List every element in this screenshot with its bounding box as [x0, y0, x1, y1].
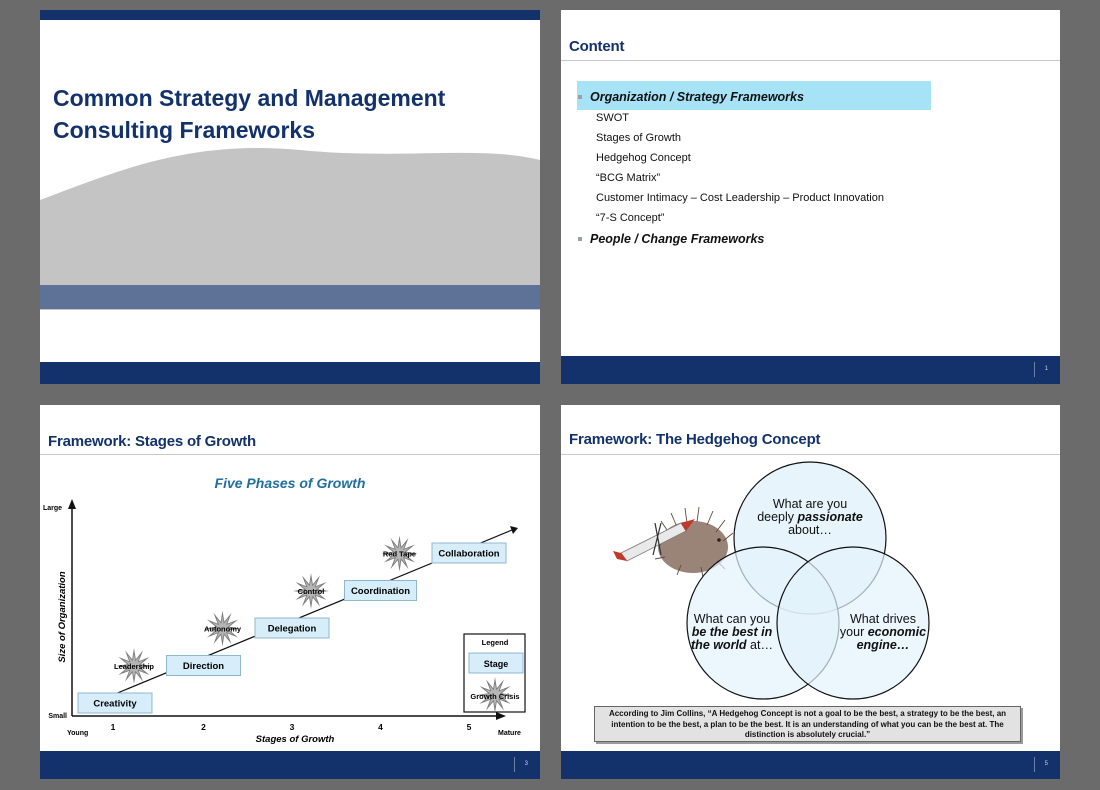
y-axis-label: Size of Organization — [57, 571, 68, 663]
stage-box — [254, 617, 330, 639]
crisis-label: Autonomy — [204, 625, 242, 634]
stage-label: Collaboration — [438, 549, 499, 560]
crisis-label: Control — [298, 587, 325, 596]
x-tick-label: 5 — [467, 722, 472, 732]
footer-separator — [1034, 362, 1035, 377]
circle-passion-label: What are you deeply passionate about… — [757, 497, 863, 537]
page-number: 1 — [1044, 366, 1048, 372]
crisis-star-highlight — [122, 654, 146, 678]
crisis-star-highlight — [299, 579, 323, 603]
footer-bar: 3 — [40, 751, 540, 779]
hedgehog-diagram — [613, 461, 930, 700]
footer-separator — [514, 757, 515, 772]
crisis-label: Leadership — [114, 662, 154, 671]
title-rule — [561, 454, 1060, 455]
bullet-icon — [578, 237, 582, 241]
cover-band — [40, 285, 540, 309]
toc-subitem[interactable]: Stages of Growth — [596, 132, 681, 144]
circle-economic-label: What drives your economic engine… — [839, 612, 927, 652]
trend-arrow-icon — [510, 526, 518, 534]
legend-star-highlight — [483, 683, 507, 707]
stage-label: Direction — [183, 661, 224, 672]
rocket-fin — [613, 551, 627, 561]
footer-bar: 5 — [561, 751, 1060, 779]
x-tick-label: 1 — [111, 722, 116, 732]
stage-label: Coordination — [351, 586, 410, 597]
crisis-label: Red Tape — [383, 550, 416, 559]
toc-subitem[interactable]: Hedgehog Concept — [596, 152, 691, 164]
crisis-star-highlight — [387, 541, 412, 566]
x-tick-label: 3 — [290, 722, 295, 732]
legend-crisis-label: Growth Crisis — [470, 692, 519, 701]
slide-title: Content — [569, 38, 625, 55]
stages-of-growth-slide[interactable]: Framework: Stages of Growth Five Phases … — [40, 405, 540, 779]
hedgehog-rocket-icon — [613, 506, 734, 578]
title-rule — [561, 60, 1060, 61]
y-end-label-large: Large — [43, 505, 62, 512]
title-rule — [40, 454, 540, 455]
slide-title: Framework: Stages of Growth — [48, 433, 256, 450]
stage-box — [166, 655, 241, 676]
stage-box — [344, 580, 417, 601]
x-tick-label: 4 — [378, 722, 383, 732]
x-axis-arrow-icon — [496, 712, 506, 720]
top-bar — [40, 10, 540, 20]
bullet-icon — [578, 95, 582, 99]
circle-economic-engine — [776, 546, 930, 700]
footer-bar: 1 — [561, 356, 1060, 384]
page-number: 3 — [524, 761, 528, 767]
jim-collins-quote: According to Jim Collins, “A Hedgehog Co… — [594, 706, 1021, 742]
chart-marks: Creativity 1 Leadership Direction 2 Autonomy D… — [77, 535, 507, 732]
x-end-label-young: Young — [67, 730, 88, 737]
legend-title: Legend — [482, 638, 509, 647]
legend-stage-swatch — [468, 652, 524, 674]
highlight-box — [577, 81, 931, 110]
slide-title: Framework: The Hedgehog Concept — [569, 431, 821, 448]
growth-chart: Large Small Young Mature Stages of Growt… — [43, 499, 526, 745]
toc-item-strategy[interactable]: Organization / Strategy Frameworks — [590, 90, 804, 104]
rocket-nose — [681, 519, 695, 531]
y-axis-arrow-icon — [68, 499, 76, 509]
toc-subitem[interactable]: “BCG Matrix” — [596, 172, 661, 184]
circle-best-label: What can you be the best in the world at… — [691, 612, 773, 652]
stage-label: Delegation — [268, 624, 317, 635]
toc-item-people[interactable]: People / Change Frameworks — [590, 232, 765, 246]
crisis-star-highlight — [210, 616, 235, 641]
stage-box — [431, 542, 507, 564]
x-tick-label: 2 — [201, 722, 206, 732]
toc-subitem[interactable]: Customer Intimacy – Cost Leadership – Pr… — [596, 192, 884, 204]
legend-stage-label: Stage — [484, 659, 509, 669]
x-end-label-mature: Mature — [498, 730, 521, 737]
cover-slide[interactable]: Common Strategy and Management Consultin… — [40, 10, 540, 384]
toc-subitem[interactable]: SWOT — [596, 112, 629, 124]
cover-title: Common Strategy and Management Consultin… — [53, 85, 446, 143]
stage-box — [77, 692, 153, 714]
hedgehog-slide[interactable]: Framework: The Hedgehog Concept Wh — [561, 405, 1060, 779]
x-axis-label: Stages of Growth — [256, 734, 335, 745]
chart-title: Five Phases of Growth — [214, 475, 366, 491]
stage-label: Creativity — [93, 699, 137, 710]
footer-bar — [40, 362, 540, 384]
legend-crisis-star-icon — [477, 677, 513, 713]
footer-separator — [1034, 757, 1035, 772]
page-number: 5 — [1044, 761, 1048, 767]
toc-subitem[interactable]: “7-S Concept” — [596, 212, 665, 224]
cover-wave-graphic — [40, 148, 540, 310]
y-end-label-small: Small — [48, 713, 67, 720]
content-slide[interactable]: Content Organization / Strategy Framewor… — [561, 10, 1060, 384]
